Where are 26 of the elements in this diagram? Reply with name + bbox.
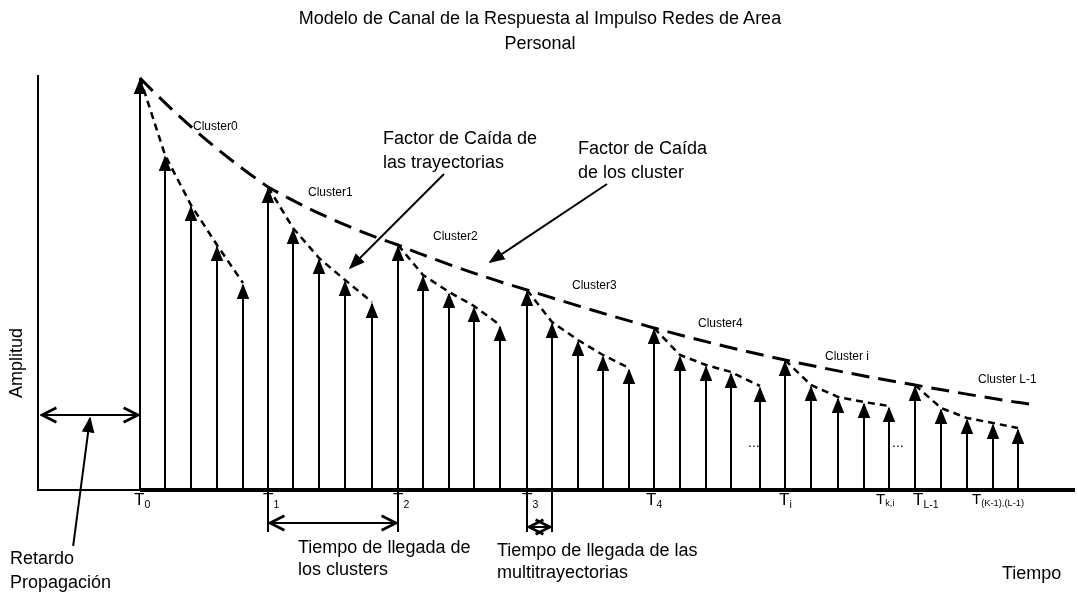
text-label: ... bbox=[748, 434, 760, 451]
text-label: Tiempo bbox=[1002, 563, 1062, 585]
annotation-text: Factor de Caída de las trayectorias bbox=[383, 126, 553, 174]
annotation-text: Retardo Propagación bbox=[10, 546, 130, 594]
leader-line bbox=[488, 183, 608, 263]
text-label: Cluster0 bbox=[193, 119, 238, 134]
diagram-title: Modelo de Canal de la Respuesta al Impulso Redes de Area Personal bbox=[297, 7, 783, 55]
text-label: T$_{(K-1),(L-1)}$ bbox=[972, 490, 1025, 510]
leader-line bbox=[72, 416, 95, 547]
leader-line bbox=[348, 173, 445, 270]
text-label: T$_{k,i}$ bbox=[876, 490, 895, 510]
text-label: Cluster1 bbox=[308, 185, 353, 200]
text-label: Cluster3 bbox=[572, 278, 617, 293]
text-label: T$_{L-1}$ bbox=[913, 490, 939, 511]
text-label: T$_{0}$ bbox=[134, 490, 151, 511]
annotation-text: Factor de Caída de los cluster bbox=[578, 136, 708, 184]
text-label: Cluster L-1 bbox=[978, 372, 1037, 387]
text-label: ... bbox=[892, 434, 904, 451]
text-label: T$_{i}$ bbox=[779, 490, 792, 511]
text-label: Tiempo de llegada de las multitrayectorias bbox=[497, 540, 699, 584]
text-label: Tiempo de llegada de los clusters bbox=[298, 537, 472, 581]
text-label: Cluster4 bbox=[698, 316, 743, 331]
text-label: T$_{4}$ bbox=[646, 490, 663, 511]
text-label: Cluster i bbox=[825, 349, 869, 364]
axis-label: Amplitud bbox=[6, 327, 27, 398]
text-label: Cluster2 bbox=[433, 229, 478, 244]
